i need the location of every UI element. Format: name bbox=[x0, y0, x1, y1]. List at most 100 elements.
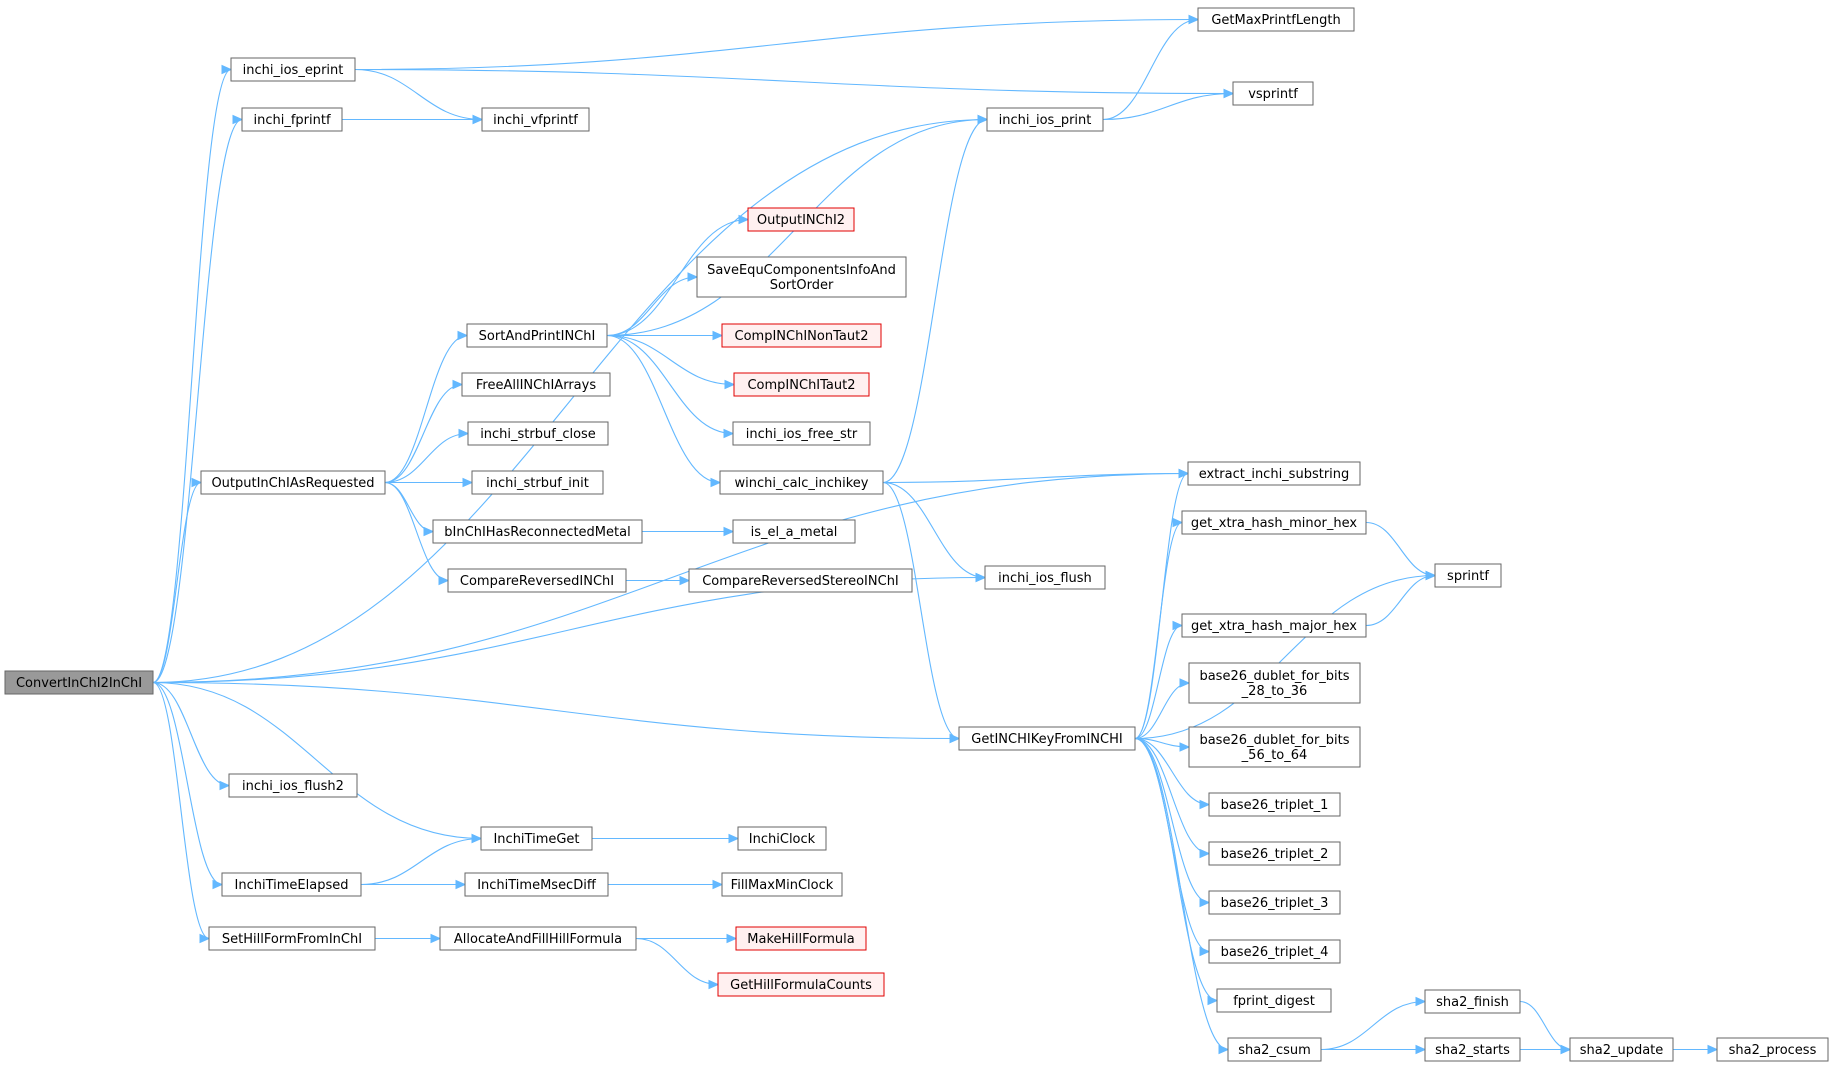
node-box[interactable] bbox=[696, 256, 907, 298]
node-box[interactable] bbox=[221, 872, 362, 897]
node-box[interactable] bbox=[735, 926, 867, 951]
node-inchi_fprintf[interactable]: inchi_fprintf bbox=[241, 107, 343, 132]
node-base26_triplet_4[interactable]: base26_triplet_4 bbox=[1208, 939, 1341, 964]
node-box[interactable] bbox=[732, 519, 856, 544]
node-base26_triplet_1[interactable]: base26_triplet_1 bbox=[1208, 792, 1341, 817]
node-CompINChITaut2[interactable]: CompINChITaut2 bbox=[733, 372, 870, 397]
node-box[interactable] bbox=[958, 726, 1136, 751]
node-FreeAllINChIArrays[interactable]: FreeAllINChIArrays bbox=[461, 372, 611, 397]
node-sprintf[interactable]: sprintf bbox=[1434, 563, 1502, 588]
node-sha2_starts[interactable]: sha2_starts bbox=[1424, 1037, 1521, 1062]
node-box[interactable] bbox=[721, 872, 843, 897]
node-box[interactable] bbox=[719, 470, 884, 495]
node-box[interactable] bbox=[1181, 613, 1367, 638]
node-box[interactable] bbox=[481, 107, 590, 132]
node-inchi_ios_eprint[interactable]: inchi_ios_eprint bbox=[230, 57, 356, 82]
node-box[interactable] bbox=[447, 568, 627, 593]
node-CompareReversedINChI[interactable]: CompareReversedINChI bbox=[447, 568, 627, 593]
node-box[interactable] bbox=[4, 670, 154, 695]
node-box[interactable] bbox=[1181, 510, 1367, 535]
node-InchiTimeElapsed[interactable]: InchiTimeElapsed bbox=[221, 872, 362, 897]
node-CompareReversedStereoINChI[interactable]: CompareReversedStereoINChI bbox=[688, 568, 913, 593]
node-box[interactable] bbox=[1208, 792, 1341, 817]
node-box[interactable] bbox=[733, 372, 870, 397]
node-box[interactable] bbox=[737, 826, 827, 851]
node-SetHillFormFromInChI[interactable]: SetHillFormFromInChI bbox=[208, 926, 376, 951]
node-box[interactable] bbox=[721, 323, 882, 348]
node-box[interactable] bbox=[1216, 988, 1332, 1013]
node-inchi_ios_flush2[interactable]: inchi_ios_flush2 bbox=[228, 773, 358, 798]
node-InchiTimeGet[interactable]: InchiTimeGet bbox=[480, 826, 593, 851]
node-box[interactable] bbox=[984, 565, 1106, 590]
node-box[interactable] bbox=[228, 773, 358, 798]
node-box[interactable] bbox=[1569, 1037, 1674, 1062]
node-GetHillFormulaCounts[interactable]: GetHillFormulaCounts bbox=[717, 972, 885, 997]
node-box[interactable] bbox=[208, 926, 376, 951]
node-box[interactable] bbox=[1434, 563, 1502, 588]
node-inchi_ios_free_str[interactable]: inchi_ios_free_str bbox=[732, 421, 871, 446]
node-box[interactable] bbox=[466, 323, 608, 348]
node-box[interactable] bbox=[986, 107, 1104, 132]
node-box[interactable] bbox=[1716, 1037, 1829, 1062]
node-box[interactable] bbox=[1187, 461, 1361, 486]
node-box[interactable] bbox=[230, 57, 356, 82]
node-winchi_calc_inchikey[interactable]: winchi_calc_inchikey bbox=[719, 470, 884, 495]
node-box[interactable] bbox=[461, 372, 611, 397]
node-box[interactable] bbox=[200, 470, 386, 495]
node-MakeHillFormula[interactable]: MakeHillFormula bbox=[735, 926, 867, 951]
node-box[interactable] bbox=[439, 926, 637, 951]
node-inchi_ios_print[interactable]: inchi_ios_print bbox=[986, 107, 1104, 132]
node-base26_dublet_for_bits_56_to_64[interactable]: base26_dublet_for_bits_56_to_64 bbox=[1188, 726, 1361, 768]
node-inchi_strbuf_init[interactable]: inchi_strbuf_init bbox=[471, 470, 604, 495]
node-box[interactable] bbox=[747, 207, 855, 232]
node-box[interactable] bbox=[467, 421, 609, 446]
node-GetMaxPrintfLength[interactable]: GetMaxPrintfLength bbox=[1197, 7, 1355, 32]
node-box[interactable] bbox=[432, 519, 643, 544]
node-ConvertInChI2InChI[interactable]: ConvertInChI2InChI bbox=[4, 670, 154, 695]
node-base26_triplet_3[interactable]: base26_triplet_3 bbox=[1208, 890, 1341, 915]
node-box[interactable] bbox=[1208, 939, 1341, 964]
node-box[interactable] bbox=[1232, 81, 1314, 106]
node-sha2_csum[interactable]: sha2_csum bbox=[1227, 1037, 1322, 1062]
node-InchiClock[interactable]: InchiClock bbox=[737, 826, 827, 851]
node-box[interactable] bbox=[1227, 1037, 1322, 1062]
node-SortAndPrintINChI[interactable]: SortAndPrintINChI bbox=[466, 323, 608, 348]
node-base26_dublet_for_bits_28_to_36[interactable]: base26_dublet_for_bits_28_to_36 bbox=[1188, 662, 1361, 704]
node-AllocateAndFillHillFormula[interactable]: AllocateAndFillHillFormula bbox=[439, 926, 637, 951]
node-box[interactable] bbox=[732, 421, 871, 446]
node-sha2_update[interactable]: sha2_update bbox=[1569, 1037, 1674, 1062]
node-box[interactable] bbox=[464, 872, 609, 897]
node-extract_inchi_substring[interactable]: extract_inchi_substring bbox=[1187, 461, 1361, 486]
node-bInChIHasReconnectedMetal[interactable]: bInChIHasReconnectedMetal bbox=[432, 519, 643, 544]
node-sha2_finish[interactable]: sha2_finish bbox=[1424, 989, 1521, 1014]
node-fprint_digest[interactable]: fprint_digest bbox=[1216, 988, 1332, 1013]
node-box[interactable] bbox=[717, 972, 885, 997]
node-box[interactable] bbox=[1197, 7, 1355, 32]
node-box[interactable] bbox=[688, 568, 913, 593]
node-box[interactable] bbox=[1424, 1037, 1521, 1062]
node-OutputInChIAsRequested[interactable]: OutputInChIAsRequested bbox=[200, 470, 386, 495]
node-box[interactable] bbox=[1188, 726, 1361, 768]
node-CompINChINonTaut2[interactable]: CompINChINonTaut2 bbox=[721, 323, 882, 348]
node-GetINCHIKeyFromINCHI[interactable]: GetINCHIKeyFromINCHI bbox=[958, 726, 1136, 751]
node-inchi_strbuf_close[interactable]: inchi_strbuf_close bbox=[467, 421, 609, 446]
node-get_xtra_hash_major_hex[interactable]: get_xtra_hash_major_hex bbox=[1181, 613, 1367, 638]
node-box[interactable] bbox=[1424, 989, 1521, 1014]
node-base26_triplet_2[interactable]: base26_triplet_2 bbox=[1208, 841, 1341, 866]
node-OutputINChI2[interactable]: OutputINChI2 bbox=[747, 207, 855, 232]
node-sha2_process[interactable]: sha2_process bbox=[1716, 1037, 1829, 1062]
node-vsprintf[interactable]: vsprintf bbox=[1232, 81, 1314, 106]
node-InchiTimeMsecDiff[interactable]: InchiTimeMsecDiff bbox=[464, 872, 609, 897]
node-box[interactable] bbox=[471, 470, 604, 495]
node-box[interactable] bbox=[241, 107, 343, 132]
node-box[interactable] bbox=[1208, 841, 1341, 866]
node-inchi_vfprintf[interactable]: inchi_vfprintf bbox=[481, 107, 590, 132]
node-FillMaxMinClock[interactable]: FillMaxMinClock bbox=[721, 872, 843, 897]
node-get_xtra_hash_minor_hex[interactable]: get_xtra_hash_minor_hex bbox=[1181, 510, 1367, 535]
node-box[interactable] bbox=[480, 826, 593, 851]
node-box[interactable] bbox=[1188, 662, 1361, 704]
node-box[interactable] bbox=[1208, 890, 1341, 915]
node-is_el_a_metal[interactable]: is_el_a_metal bbox=[732, 519, 856, 544]
node-inchi_ios_flush[interactable]: inchi_ios_flush bbox=[984, 565, 1106, 590]
